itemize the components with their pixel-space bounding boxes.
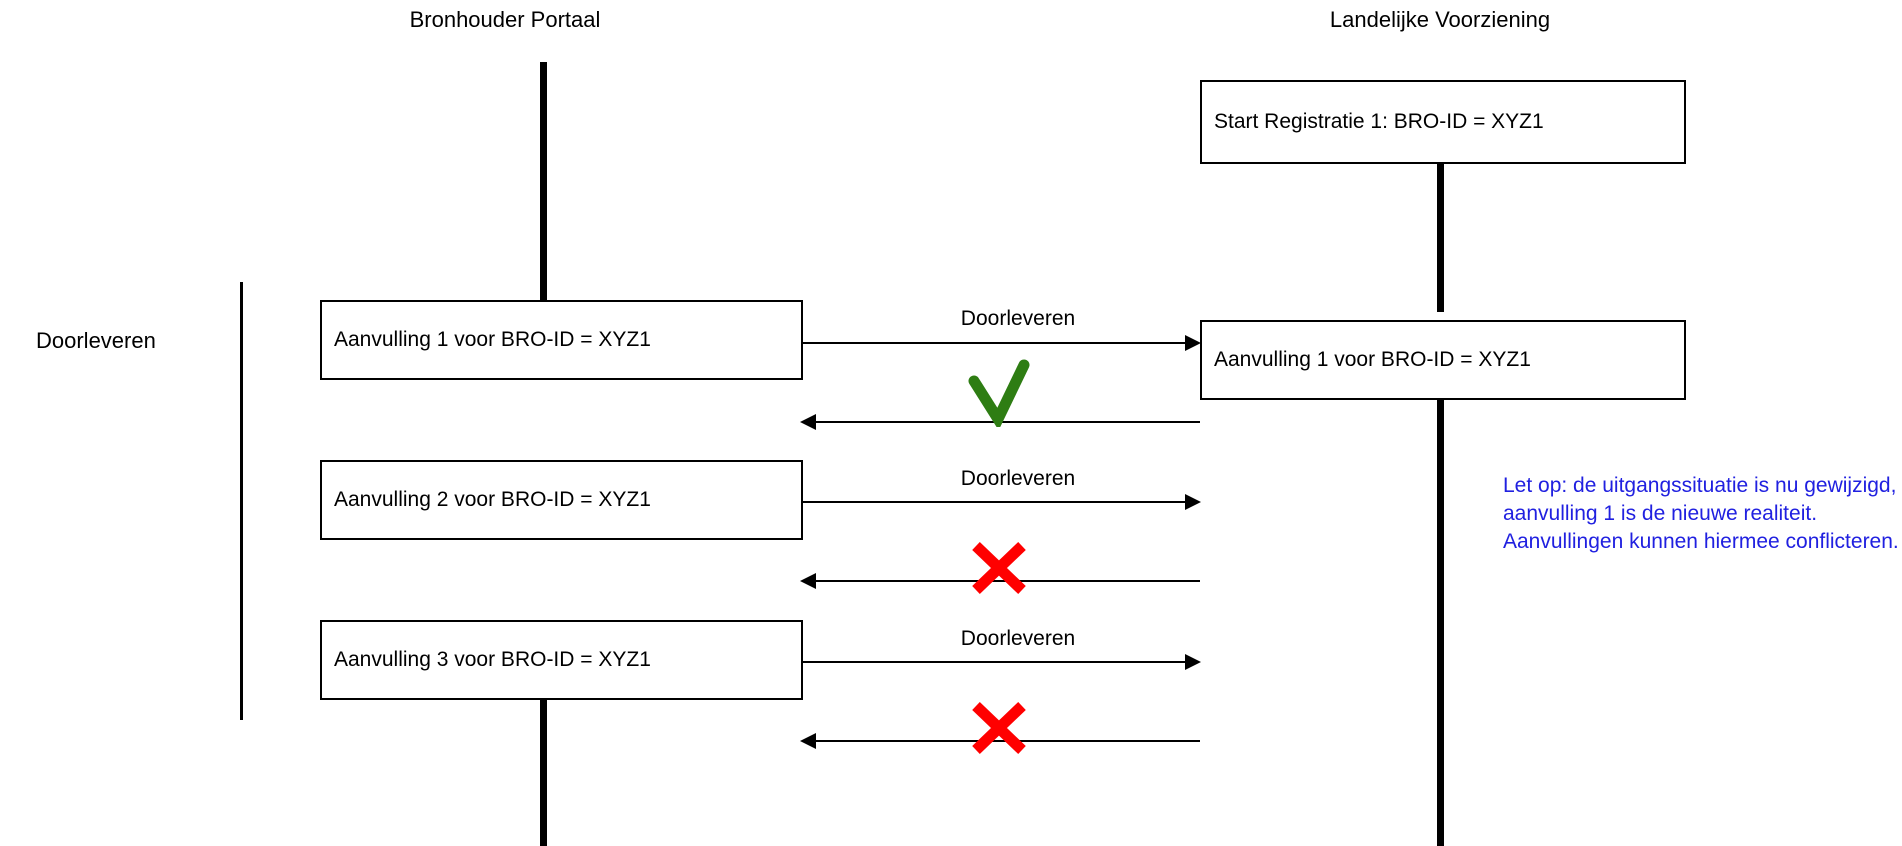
box-aanvulling-1-lv-label: Aanvulling 1 voor BRO-ID = XYZ1 [1214,348,1531,371]
message-3-out-label-text: Doorleveren [960,627,1076,650]
cross-icon-2 [968,700,1030,761]
lifeline-landelijke-top [1437,164,1444,312]
column-header-landelijke: Landelijke Voorziening [1270,7,1610,33]
group-label-text: Doorleveren [36,328,156,353]
note-conflict: Let op: de uitgangssituatie is nu gewijz… [1503,444,1902,556]
box-aanvulling-2-label: Aanvulling 2 voor BRO-ID = XYZ1 [334,488,651,511]
column-header-bronhouder-label: Bronhouder Portaal [409,7,601,32]
message-3-out-label: Doorleveren [853,627,1183,651]
box-aanvulling-2[interactable]: Aanvulling 2 voor BRO-ID = XYZ1 [320,460,803,540]
message-3-back-arrowhead [800,733,816,749]
box-aanvulling-3-label: Aanvulling 3 voor BRO-ID = XYZ1 [334,648,651,671]
box-aanvulling-1-lv[interactable]: Aanvulling 1 voor BRO-ID = XYZ1 [1200,320,1686,400]
box-aanvulling-1-label: Aanvulling 1 voor BRO-ID = XYZ1 [334,328,651,351]
lifeline-landelijke-bottom [1437,400,1444,846]
column-header-landelijke-label: Landelijke Voorziening [1329,7,1551,32]
note-conflict-text: Let op: de uitgangssituatie is nu gewijz… [1503,474,1899,553]
column-header-bronhouder: Bronhouder Portaal [335,7,675,33]
message-3-out-line [803,661,1185,663]
message-1-out-line [803,342,1185,344]
message-2-out-line [803,501,1185,503]
message-1-back-arrowhead [800,414,816,430]
box-aanvulling-3[interactable]: Aanvulling 3 voor BRO-ID = XYZ1 [320,620,803,700]
lifeline-bronhouder-bottom [540,698,547,846]
message-3-out-arrowhead [1185,654,1201,670]
check-icon [968,359,1038,432]
message-2-back-arrowhead [800,573,816,589]
box-start-registratie[interactable]: Start Registratie 1: BRO-ID = XYZ1 [1200,80,1686,164]
box-aanvulling-1[interactable]: Aanvulling 1 voor BRO-ID = XYZ1 [320,300,803,380]
message-2-out-label-text: Doorleveren [960,467,1076,490]
message-1-out-arrowhead [1185,335,1201,351]
message-2-out-arrowhead [1185,494,1201,510]
cross-icon [968,540,1030,601]
group-bracket-doorleveren [240,282,243,720]
lifeline-bronhouder-top [540,62,547,300]
message-1-out-label-text: Doorleveren [960,307,1076,330]
box-start-registratie-label: Start Registratie 1: BRO-ID = XYZ1 [1214,110,1544,133]
message-2-out-label: Doorleveren [853,467,1183,491]
message-1-back-line [816,421,1200,423]
group-label-doorleveren: Doorleveren [36,328,156,354]
message-1-out-label: Doorleveren [853,307,1183,331]
